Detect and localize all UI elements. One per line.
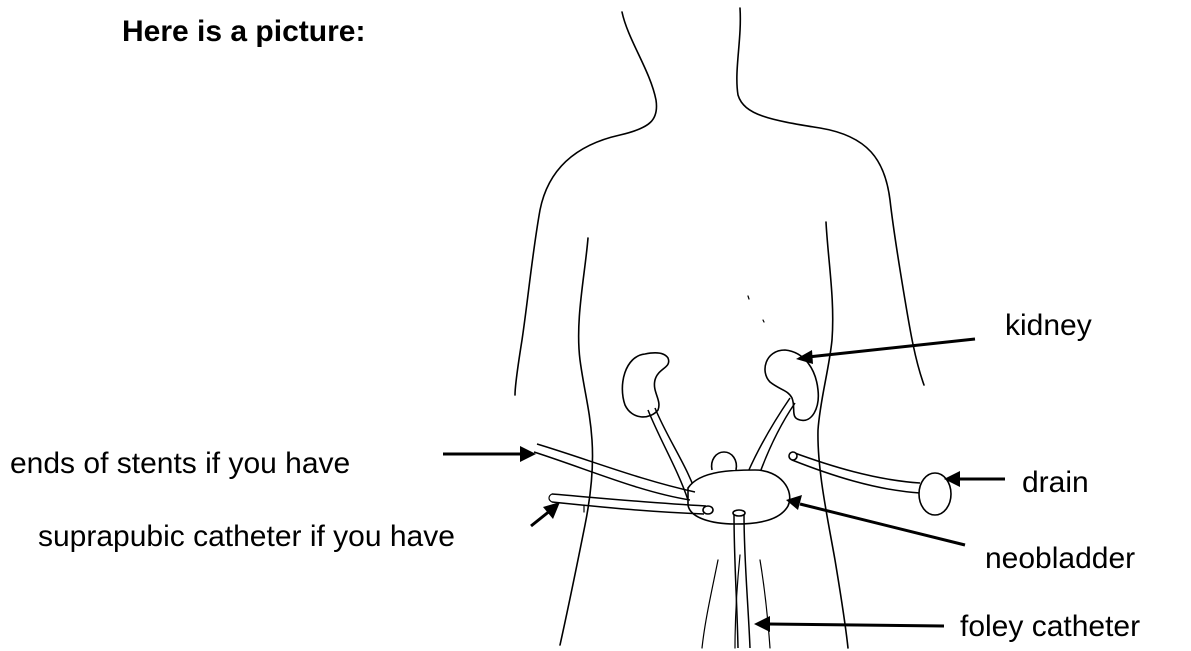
drain-tube-2 — [792, 460, 920, 493]
body-outline — [515, 8, 924, 648]
left-ureter — [648, 410, 688, 500]
arrow-kidney — [796, 339, 975, 364]
stents-label: ends of stents if you have — [10, 447, 350, 481]
suprapubic-label: suprapubic catheter if you have — [38, 520, 455, 554]
arrow-suprapubic — [531, 502, 560, 526]
arrow-stents — [443, 446, 536, 462]
neobladder-top — [712, 452, 737, 470]
foley-label: foley catheter — [960, 610, 1140, 644]
stent-tube-2 — [534, 452, 690, 500]
left-kidney — [622, 353, 668, 417]
arrow-foley — [754, 616, 944, 632]
right-ureter — [748, 398, 790, 472]
stent-tube-1 — [537, 444, 695, 492]
neobladder-label: neobladder — [985, 542, 1135, 576]
drain-label: drain — [1022, 466, 1089, 500]
kidney-label: kidney — [1005, 309, 1092, 343]
arrow-drain — [944, 471, 1005, 487]
foley-tube-right — [744, 514, 750, 648]
